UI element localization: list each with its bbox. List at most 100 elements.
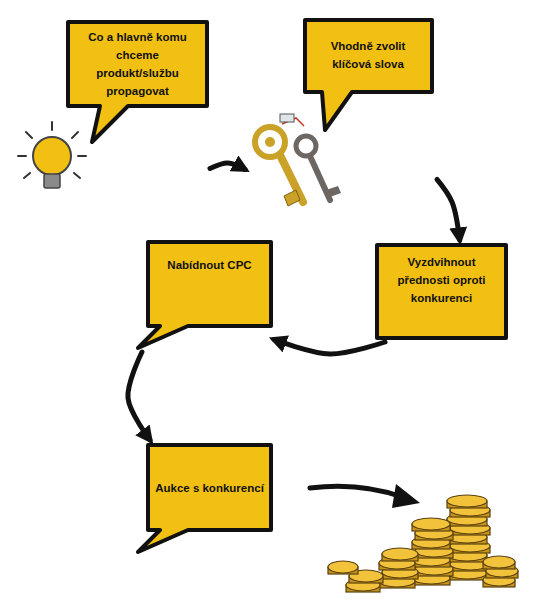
coin [382,548,418,561]
bubble-text: Vhodně zvolit klíčová slova [318,37,418,73]
light-ray [51,122,53,130]
coin-face [447,549,487,561]
coin [447,531,487,544]
bubble-group [377,245,506,338]
coins-illustration [328,495,518,592]
coin [483,574,515,587]
coin [328,561,358,574]
light-ray [24,173,30,178]
coin-edge [349,576,383,583]
speech-bubble: Vhodně zvolit klíčová slova [245,15,437,213]
key-shaft [310,156,330,200]
coin [415,563,453,576]
flow-arrow [128,352,150,440]
coin [450,504,490,517]
coin [415,527,453,540]
light-bulb [18,122,86,188]
coin-face [412,572,450,584]
coin-edge [382,572,418,579]
coin-face [412,554,450,566]
bubble-text: Aukce s konkurencí [150,479,269,497]
coin-edge [483,562,515,569]
coin-edge [412,524,450,531]
coin [450,522,490,535]
coin-face [486,565,518,577]
coin [447,495,487,508]
coin-face [415,527,453,539]
bubble-outline [132,238,274,352]
speech-bubble: Aukce s konkurencí [132,440,274,556]
coin [412,536,450,549]
coin [450,558,490,571]
coin [447,567,487,580]
key-bit [284,190,300,206]
coin-edge [415,533,453,540]
coin-edge [328,567,358,574]
coin-face [382,566,418,578]
coin-face [379,557,415,569]
coin-face [483,556,515,568]
coin [450,540,490,553]
coin-edge [450,564,490,571]
coin-face [349,570,383,582]
coin [379,575,415,588]
coin [415,545,453,558]
coin-face [412,518,450,530]
speech-bubble: Vyzdvihnout přednosti oproti konkurenci [372,240,509,342]
coin-edge [346,585,380,592]
coin-face [412,536,450,548]
coin [349,570,383,583]
key-tag [280,114,294,122]
bubble-group [138,242,271,348]
coin-edge [415,569,453,576]
coin-edge [447,555,487,562]
coin-edge [447,573,487,580]
coin-face [450,558,490,570]
coin-face [483,574,515,586]
coin [412,554,450,567]
coin [447,513,487,526]
arrow-head [392,484,420,508]
coin-face [450,540,490,552]
coin [486,565,518,578]
key-bow-center [265,137,275,147]
bubble-shape [68,22,207,142]
bubble-text: Nabídnout CPC [152,256,267,274]
key-bow [296,136,316,156]
coin [412,518,450,531]
coin-edge [447,501,487,508]
coin-face [447,567,487,579]
coin-face [450,504,490,516]
bubble-text: Vyzdvihnout přednosti oproti konkurenci [387,253,496,307]
coin-edge [382,554,418,561]
bulb-base [44,174,60,188]
flow-arrow [274,339,385,354]
light-ray [78,155,86,157]
coin-edge [412,578,450,585]
light-ray [26,132,32,138]
coin-edge [412,560,450,567]
coin-edge [447,537,487,544]
bubble-group [255,20,432,206]
speech-bubble: Co a hlavně komu chceme produkt/službu p… [20,18,210,206]
coin-face [447,495,487,507]
coin-face [379,575,415,587]
coin-edge [486,571,518,578]
coin-face [382,548,418,560]
bubble-shape [377,245,506,338]
coin [412,572,450,585]
bubble-outline [372,240,509,342]
flow-arrow [437,179,460,240]
light-ray [18,155,26,157]
coin-edge [412,542,450,549]
coin [483,556,515,569]
result-arrow [310,484,420,508]
coin-edge [450,528,490,535]
coin-face [447,531,487,543]
coin-face [328,561,358,573]
coin-face [415,563,453,575]
coin-edge [379,563,415,570]
coin-edge [447,519,487,526]
flow-arrow [210,163,245,169]
